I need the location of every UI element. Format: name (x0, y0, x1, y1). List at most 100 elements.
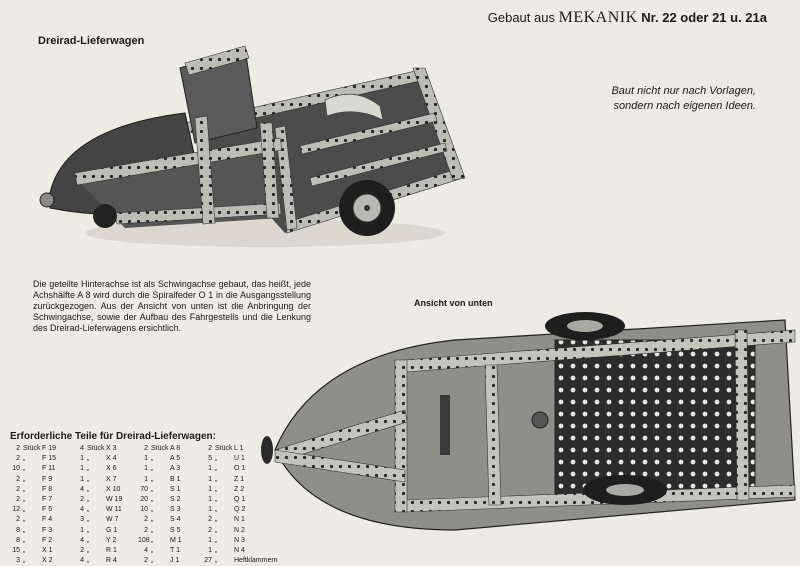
part-unit: „ (151, 536, 154, 544)
part-unit: Stück (87, 445, 105, 452)
part-row: 2„F 4 (10, 515, 66, 525)
part-unit: „ (23, 496, 26, 504)
part-unit: „ (215, 547, 218, 555)
part-code: S 2 (170, 496, 181, 504)
slogan: Baut nicht nur nach Vorlagen, sondern na… (576, 84, 756, 114)
part-qty: 3 (80, 516, 84, 524)
part-code: F 5 (42, 506, 53, 514)
slogan-line-1: Baut nicht nur nach Vorlagen, (611, 85, 756, 97)
part-row: 1„A 3 (138, 464, 194, 474)
side-view-photo (39, 45, 466, 247)
part-qty: 1 (208, 547, 212, 555)
part-row: 2„F 15 (10, 454, 66, 464)
part-qty: 15 (12, 547, 20, 555)
part-qty: 10 (12, 465, 20, 473)
part-unit: „ (151, 557, 154, 565)
part-code: X 4 (106, 455, 117, 463)
part-qty: 1 (208, 536, 212, 544)
part-qty: 2 (144, 516, 148, 524)
part-code: F 4 (42, 516, 53, 524)
part-code: R 4 (106, 557, 117, 565)
part-code: A 5 (170, 455, 181, 463)
part-row: 1„N 3 (202, 536, 258, 546)
part-code: W 11 (106, 506, 122, 514)
part-row: 2„F 9 (10, 475, 66, 485)
part-code: Q 2 (234, 506, 246, 514)
part-code: B 1 (170, 475, 181, 483)
part-row: 2„R 1 (74, 546, 130, 556)
part-unit: „ (151, 485, 154, 493)
part-row: 5„ U 1 (202, 454, 258, 464)
part-unit: „ (215, 475, 218, 483)
part-code: T 1 (170, 547, 180, 555)
part-row: 2„J 1 (138, 556, 194, 566)
part-qty: 1 (208, 496, 212, 504)
part-qty: 5 (208, 455, 212, 463)
part-unit: „ (151, 516, 154, 524)
part-row: 2„W 19 (74, 495, 130, 505)
part-unit: „ (215, 485, 218, 493)
part-row: 27„Heftklammern (202, 556, 277, 566)
part-unit: „ (87, 506, 90, 514)
part-row: 70„S 1 (138, 485, 194, 495)
part-qty: 2 (208, 526, 212, 534)
part-unit: „ (87, 547, 90, 555)
part-code: X 6 (106, 465, 117, 473)
part-qty: 1 (80, 455, 84, 463)
part-qty: 2 (208, 516, 212, 524)
part-row: 3„W 7 (74, 515, 130, 525)
part-unit: „ (151, 506, 154, 514)
part-code: Z 2 (234, 485, 245, 493)
parts-list-title: Erforderliche Teile für Dreirad-Lieferwa… (10, 431, 216, 442)
part-code: N 4 (234, 547, 245, 555)
part-qty: 4 (80, 445, 84, 452)
part-row: 1„O 1 (202, 464, 258, 474)
part-qty: 2 (144, 557, 148, 565)
part-unit: „ (87, 536, 90, 544)
part-qty: 4 (80, 506, 84, 514)
header-prefix: Gebaut aus (487, 10, 555, 25)
part-code: Z 1 (234, 475, 245, 483)
part-qty: 1 (208, 485, 212, 493)
part-row: 4„T 1 (138, 546, 194, 556)
part-code: Q 1 (234, 496, 246, 504)
part-qty: 1 (80, 465, 84, 473)
part-unit: „ (215, 455, 218, 463)
part-qty: 1 (144, 475, 148, 483)
part-code: F 7 (42, 496, 53, 504)
part-qty: 1 (80, 526, 84, 534)
part-qty: 1 (144, 465, 148, 473)
set-info: Nr. 22 oder 21 u. 21a (641, 10, 767, 25)
part-unit: „ (23, 465, 26, 473)
part-code: N 3 (234, 536, 245, 544)
part-qty: 8 (16, 526, 20, 534)
part-row: 4„R 4 (74, 556, 130, 566)
part-qty: 1 (208, 475, 212, 483)
part-row: 2„S 4 (138, 515, 194, 525)
part-unit: „ (215, 526, 218, 534)
part-unit: „ (23, 475, 26, 483)
part-unit: „ (151, 547, 154, 555)
part-unit: „ (215, 506, 218, 514)
part-row: 1„A 5 (138, 454, 194, 464)
part-unit: „ (215, 557, 218, 565)
part-qty: 4 (80, 557, 84, 565)
part-unit: Stück (151, 445, 169, 452)
part-code: A 3 (170, 465, 181, 473)
part-row: 4„Y 2 (74, 536, 130, 546)
part-code: U 1 (234, 455, 245, 463)
part-code: W 19 (106, 496, 123, 504)
part-unit: „ (87, 485, 90, 493)
part-unit: „ (87, 475, 90, 483)
part-unit: „ (151, 526, 154, 534)
part-code: F 11 (42, 465, 56, 473)
part-code: A 8 (170, 445, 181, 452)
part-row: 2„F 8 (10, 485, 66, 495)
part-qty: 1 (80, 475, 84, 483)
part-row: 1„ N 4 (202, 546, 258, 556)
